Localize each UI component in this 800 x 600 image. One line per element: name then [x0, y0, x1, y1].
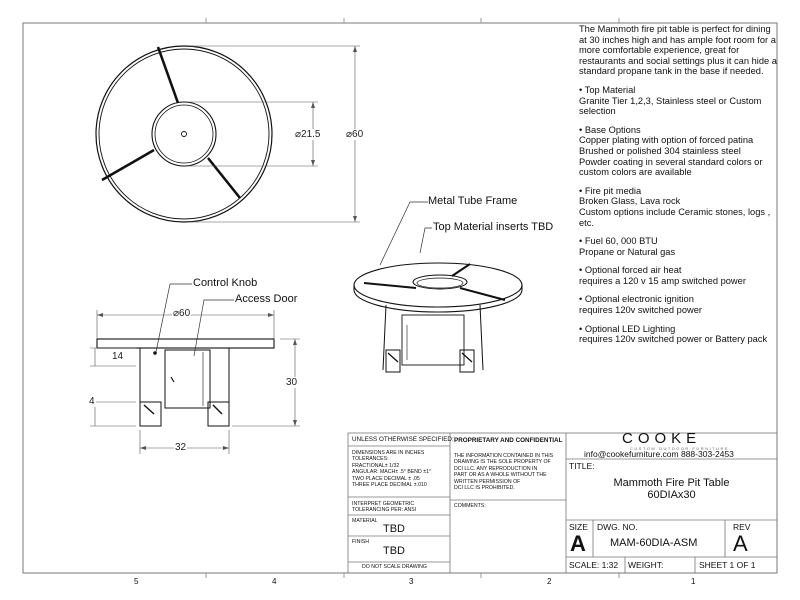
- access-door-callout: Access Door: [235, 293, 298, 305]
- zone-number: 2: [547, 577, 552, 586]
- proprietary-line: DCI LLC. ANY REPRODUCTION IN: [454, 465, 538, 472]
- base-width-label: 32: [174, 442, 188, 453]
- tolerance-line: FRACTIONAL± 1/32: [352, 462, 400, 469]
- title-label: TITLE:: [569, 461, 595, 471]
- title-block-grid: [347, 432, 778, 574]
- zone-number: 1: [691, 577, 696, 586]
- height-label: 30: [285, 377, 299, 388]
- intro-text: The Mammoth fire pit table is perfect fo…: [579, 24, 777, 77]
- proprietary-line: DCI LLC IS PROHIBITED.: [454, 485, 515, 492]
- fire-media-line: Broken Glass, Lava rock: [579, 196, 681, 207]
- iso-leaders: [379, 201, 432, 266]
- material-label: MATERIAL: [352, 518, 378, 524]
- top-material-heading: • Top Material: [579, 84, 636, 95]
- drawing-title: Mammoth Fire Pit Table 60DIAx30: [566, 477, 777, 501]
- product-description: The Mammoth fire pit table is perfect fo…: [579, 24, 779, 353]
- proprietary-line: PART OR AS A WHOLE WITHOUT THE: [454, 472, 547, 479]
- size-label: SIZE: [569, 522, 588, 532]
- proprietary-line: WRITTEN PERMISSION OF: [454, 478, 521, 485]
- proprietary-line: THE INFORMATION CONTAINED IN THIS: [454, 453, 554, 459]
- zone-number: 4: [272, 577, 277, 586]
- base-options-line: Copper plating with option of forced pat…: [579, 135, 754, 146]
- side-view: [96, 338, 275, 427]
- proprietary-heading: PROPRIETARY AND CONFIDENTIAL: [454, 437, 563, 444]
- side-diameter-label: ⌀60: [172, 308, 192, 319]
- fuel-section: • Fuel 60, 000 BTU Propane or Natural ga…: [579, 236, 779, 257]
- burner-ring: [151, 101, 217, 167]
- inner-diameter-label: ⌀21.5: [294, 129, 322, 140]
- zone-ticks: [205, 18, 620, 578]
- contact-info: info@cookefurniture.com 888-303-2453: [584, 449, 734, 459]
- comments-label: COMMENTS:: [454, 503, 486, 509]
- company-logo: COOKE: [622, 430, 702, 447]
- forced-air-section: • Optional forced air heat requires a 12…: [579, 265, 779, 286]
- fuel-text: Propane or Natural gas: [579, 246, 676, 257]
- base-options-heading: • Base Options: [579, 124, 641, 135]
- scale-field: SCALE: 1:32: [569, 560, 619, 570]
- base-options-line: Brushed or polished 304 stainless steel: [579, 145, 741, 156]
- fire-media-heading: • Fire pit media: [579, 185, 642, 196]
- fire-media-section: • Fire pit media Broken Glass, Lava rock…: [579, 186, 779, 228]
- top-material-text: Granite Tier 1,2,3, Stainless steel or C…: [579, 95, 762, 117]
- dwg-no-value: MAM-60DIA-ASM: [610, 537, 698, 549]
- finish-label: FINISH: [352, 539, 370, 545]
- material-value: TBD: [383, 523, 405, 535]
- side-view-dimensions: [90, 310, 300, 454]
- led-section: • Optional LED Lighting requires 120v sw…: [579, 324, 779, 345]
- weight-field: WEIGHT:: [628, 560, 664, 570]
- dwg-no-label: DWG. NO.: [597, 522, 638, 532]
- control-knob-callout: Control Knob: [193, 277, 258, 289]
- finish-value: TBD: [383, 545, 405, 557]
- metal-tube-frame-callout: Metal Tube Frame: [428, 195, 518, 207]
- outer-diameter-label: ⌀60: [345, 129, 365, 140]
- top-offset-label: 14: [111, 351, 125, 362]
- interpret-tolerancing: INTERPRET GEOMETRIC TOLERANCING PER: ANS…: [352, 501, 416, 514]
- forced-air-text: requires a 120 v 15 amp switched power: [579, 275, 746, 286]
- base-options-line: Powder coating in several standard color…: [579, 156, 763, 178]
- top-view: [95, 45, 273, 223]
- no-scale-note: DO NOT SCALE DRAWING: [362, 564, 427, 570]
- tolerance-line: DIMENSIONS ARE IN INCHES: [352, 450, 425, 456]
- size-value: A: [570, 531, 586, 556]
- top-inserts-callout: Top Material inserts TBD: [433, 221, 554, 233]
- ignition-section: • Optional electronic ignition requires …: [579, 294, 779, 315]
- drawing-title-line: Mammoth Fire Pit Table: [613, 477, 730, 489]
- iso-view: [353, 262, 523, 373]
- led-text: requires 120v switched power or Battery …: [579, 334, 768, 345]
- foot-label: 4: [88, 396, 96, 407]
- ignition-heading: • Optional electronic ignition: [579, 294, 694, 305]
- proprietary-text: THE INFORMATION CONTAINED IN THIS DRAWIN…: [454, 453, 553, 491]
- tolerance-line: TOLERANCES:: [352, 456, 389, 463]
- forced-air-heading: • Optional forced air heat: [579, 265, 682, 276]
- interpret-line: TOLERANCING PER: ANSI: [352, 507, 417, 514]
- zone-number: 5: [134, 577, 139, 586]
- proprietary-line: DRAWING IS THE SOLE PROPERTY OF: [454, 459, 551, 466]
- drawing-title-line: 60DIAx30: [647, 489, 696, 501]
- ignition-text: requires 120v switched power: [579, 305, 702, 316]
- interpret-line: INTERPRET GEOMETRIC: [352, 501, 415, 507]
- side-leaders: [155, 283, 234, 357]
- led-heading: • Optional LED Lighting: [579, 323, 676, 334]
- center-point: [181, 131, 187, 137]
- tolerance-block: DIMENSIONS ARE IN INCHES TOLERANCES: FRA…: [352, 450, 431, 488]
- rev-value: A: [733, 531, 748, 556]
- zone-number: 3: [409, 577, 414, 586]
- fuel-heading: • Fuel 60, 000 BTU: [579, 236, 658, 247]
- tolerance-line: ANGULAR: MACH± .5° BEND ±1°: [352, 469, 432, 476]
- company-tagline: CUSTOM OUTDOOR FURNITURE: [630, 446, 730, 451]
- sheet-field: SHEET 1 OF 1: [699, 560, 756, 570]
- tolerance-line: TWO PLACE DECIMAL ± .05: [352, 475, 420, 482]
- top-material-section: • Top Material Granite Tier 1,2,3, Stain…: [579, 85, 779, 117]
- fire-media-line: Custom options include Ceramic stones, l…: [579, 206, 771, 228]
- outer-rim: [95, 45, 273, 223]
- top-view-dimensions: [188, 45, 360, 223]
- unless-specified-heading: UNLESS OTHERWISE SPECIFIED:: [352, 436, 454, 443]
- tolerance-line: THREE PLACE DECIMAL ±.010: [352, 482, 427, 489]
- base-options-section: • Base Options Copper plating with optio…: [579, 125, 779, 178]
- rev-label: REV: [733, 522, 751, 532]
